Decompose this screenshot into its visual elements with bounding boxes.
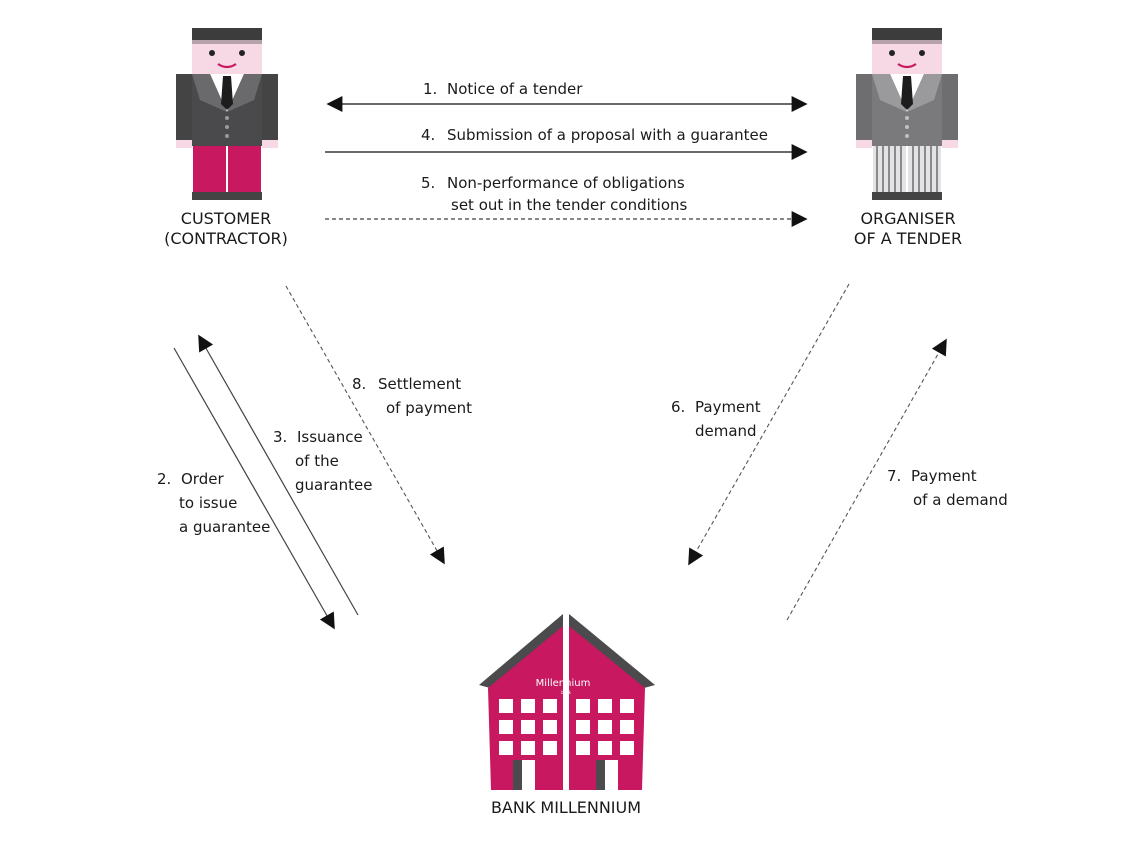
svg-text:Settlement: Settlement (378, 375, 461, 393)
customer-caption-line1: CUSTOMER (181, 209, 271, 228)
arrow-step-6 (688, 283, 850, 566)
step-8-label: 8. Settlement of payment (352, 375, 472, 417)
svg-text:of payment: of payment (386, 399, 472, 417)
arrow-step-8 (285, 285, 445, 565)
bank-building-icon: Millennium bank (479, 614, 655, 790)
svg-text:guarantee: guarantee (295, 476, 372, 494)
svg-text:2.: 2. (157, 470, 171, 488)
svg-text:set out in the tender conditio: set out in the tender conditions (451, 196, 688, 214)
svg-text:demand: demand (695, 422, 757, 440)
svg-text:7.: 7. (887, 467, 901, 485)
svg-text:3.: 3. (273, 428, 287, 446)
step-5-label: 5. Non-performance of obligations set ou… (421, 174, 688, 214)
arrow-step-2 (173, 347, 335, 630)
step-7-label: 7. Payment of a demand (887, 467, 1008, 509)
svg-text:Issuance: Issuance (297, 428, 363, 446)
customer-figure-icon (176, 28, 278, 200)
svg-text:Notice of a tender: Notice of a tender (447, 80, 583, 98)
svg-text:Payment: Payment (911, 467, 977, 485)
svg-text:Submission of a proposal with: Submission of a proposal with a guarante… (447, 126, 768, 144)
svg-text:of a demand: of a demand (913, 491, 1008, 509)
arrow-step-7 (786, 338, 947, 621)
step-1-label: 1. Notice of a tender (423, 80, 583, 98)
step-3-label: 3. Issuance of the guarantee (273, 428, 372, 494)
organiser-caption-line2: OF A TENDER (854, 229, 962, 248)
arrow-step-3 (198, 334, 359, 616)
svg-text:6.: 6. (671, 398, 685, 416)
svg-text:1.: 1. (423, 80, 437, 98)
bank-caption: BANK MILLENNIUM (491, 798, 641, 817)
svg-text:Order: Order (181, 470, 224, 488)
step-6-label: 6. Payment demand (671, 398, 761, 440)
svg-text:Payment: Payment (695, 398, 761, 416)
bank-sign-text: Millennium (536, 678, 591, 689)
svg-text:8.: 8. (352, 375, 366, 393)
organiser-caption-line1: ORGANISER (860, 209, 955, 228)
organiser-figure-icon (856, 28, 958, 200)
bank-sign-subtext: bank (561, 690, 572, 695)
step-4-label: 4. Submission of a proposal with a guara… (421, 126, 768, 144)
svg-text:5.: 5. (421, 174, 435, 192)
svg-text:4.: 4. (421, 126, 435, 144)
svg-text:of the: of the (295, 452, 339, 470)
step-2-label: 2. Order to issue a guarantee (157, 470, 270, 536)
svg-text:to issue: to issue (179, 494, 237, 512)
svg-text:Non-performance of obligations: Non-performance of obligations (447, 174, 685, 192)
svg-text:a guarantee: a guarantee (179, 518, 270, 536)
customer-caption-line2: (CONTRACTOR) (164, 229, 288, 248)
